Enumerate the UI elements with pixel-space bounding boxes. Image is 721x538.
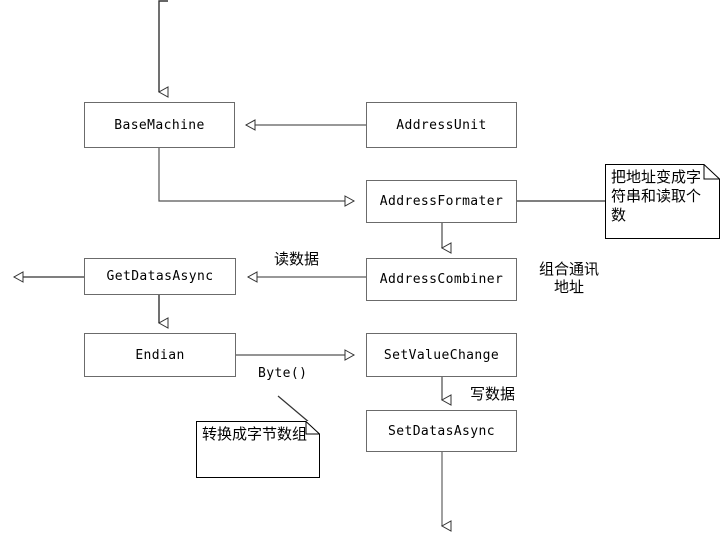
node-base-machine[interactable]: BaseMachine — [84, 102, 235, 148]
node-label: SetDatasAsync — [388, 423, 495, 439]
node-label: SetValueChange — [383, 347, 500, 363]
edge-label-text: 写数据 — [470, 385, 516, 403]
node-label: GetDatasAsync — [106, 269, 214, 284]
node-set-datas-async[interactable]: SetDatasAsync — [366, 410, 517, 452]
node-address-combiner[interactable]: AddressCombiner — [366, 258, 517, 301]
note-shape — [196, 421, 320, 478]
node-label: AddressUnit — [396, 117, 487, 133]
note-byte-array[interactable]: 转换成字节数组 — [196, 421, 320, 478]
note-address-format[interactable]: 把地址变成字符串和读取个数 — [605, 164, 720, 239]
edge-note-byte-array-connector — [277, 395, 311, 424]
edge-basemachine-to-addressformater — [158, 148, 356, 207]
node-label: BaseMachine — [114, 117, 205, 133]
node-address-formater[interactable]: AddressFormater — [366, 180, 517, 223]
free-label-line1: 组合通讯 — [538, 260, 599, 278]
note-text: 把地址变成字符串和读取个数 — [611, 168, 702, 224]
node-address-unit[interactable]: AddressUnit — [366, 102, 517, 148]
edge-entry-to-basemachine — [157, 0, 169, 98]
note-shape — [605, 164, 720, 239]
node-label: AddressFormater — [379, 194, 504, 209]
edge-label-text: 读数据 — [274, 250, 320, 268]
node-set-value-change[interactable]: SetValueChange — [366, 333, 517, 377]
edge-label-write-data: 写数据 — [470, 383, 515, 404]
node-label: Endian — [135, 347, 185, 363]
node-endian[interactable]: Endian — [84, 333, 236, 377]
note-text: 转换成字节数组 — [202, 425, 308, 443]
edge-label-byte-call: Byte() — [258, 366, 307, 381]
free-label-combine-comm-address: 组合通讯 地址 — [529, 260, 609, 296]
node-label: AddressCombiner — [379, 272, 504, 287]
free-label-line2: 地址 — [553, 278, 584, 296]
node-get-datas-async[interactable]: GetDatasAsync — [84, 258, 236, 295]
edge-label-read-data: 读数据 — [274, 248, 319, 269]
edge-label-text: Byte() — [258, 366, 308, 381]
